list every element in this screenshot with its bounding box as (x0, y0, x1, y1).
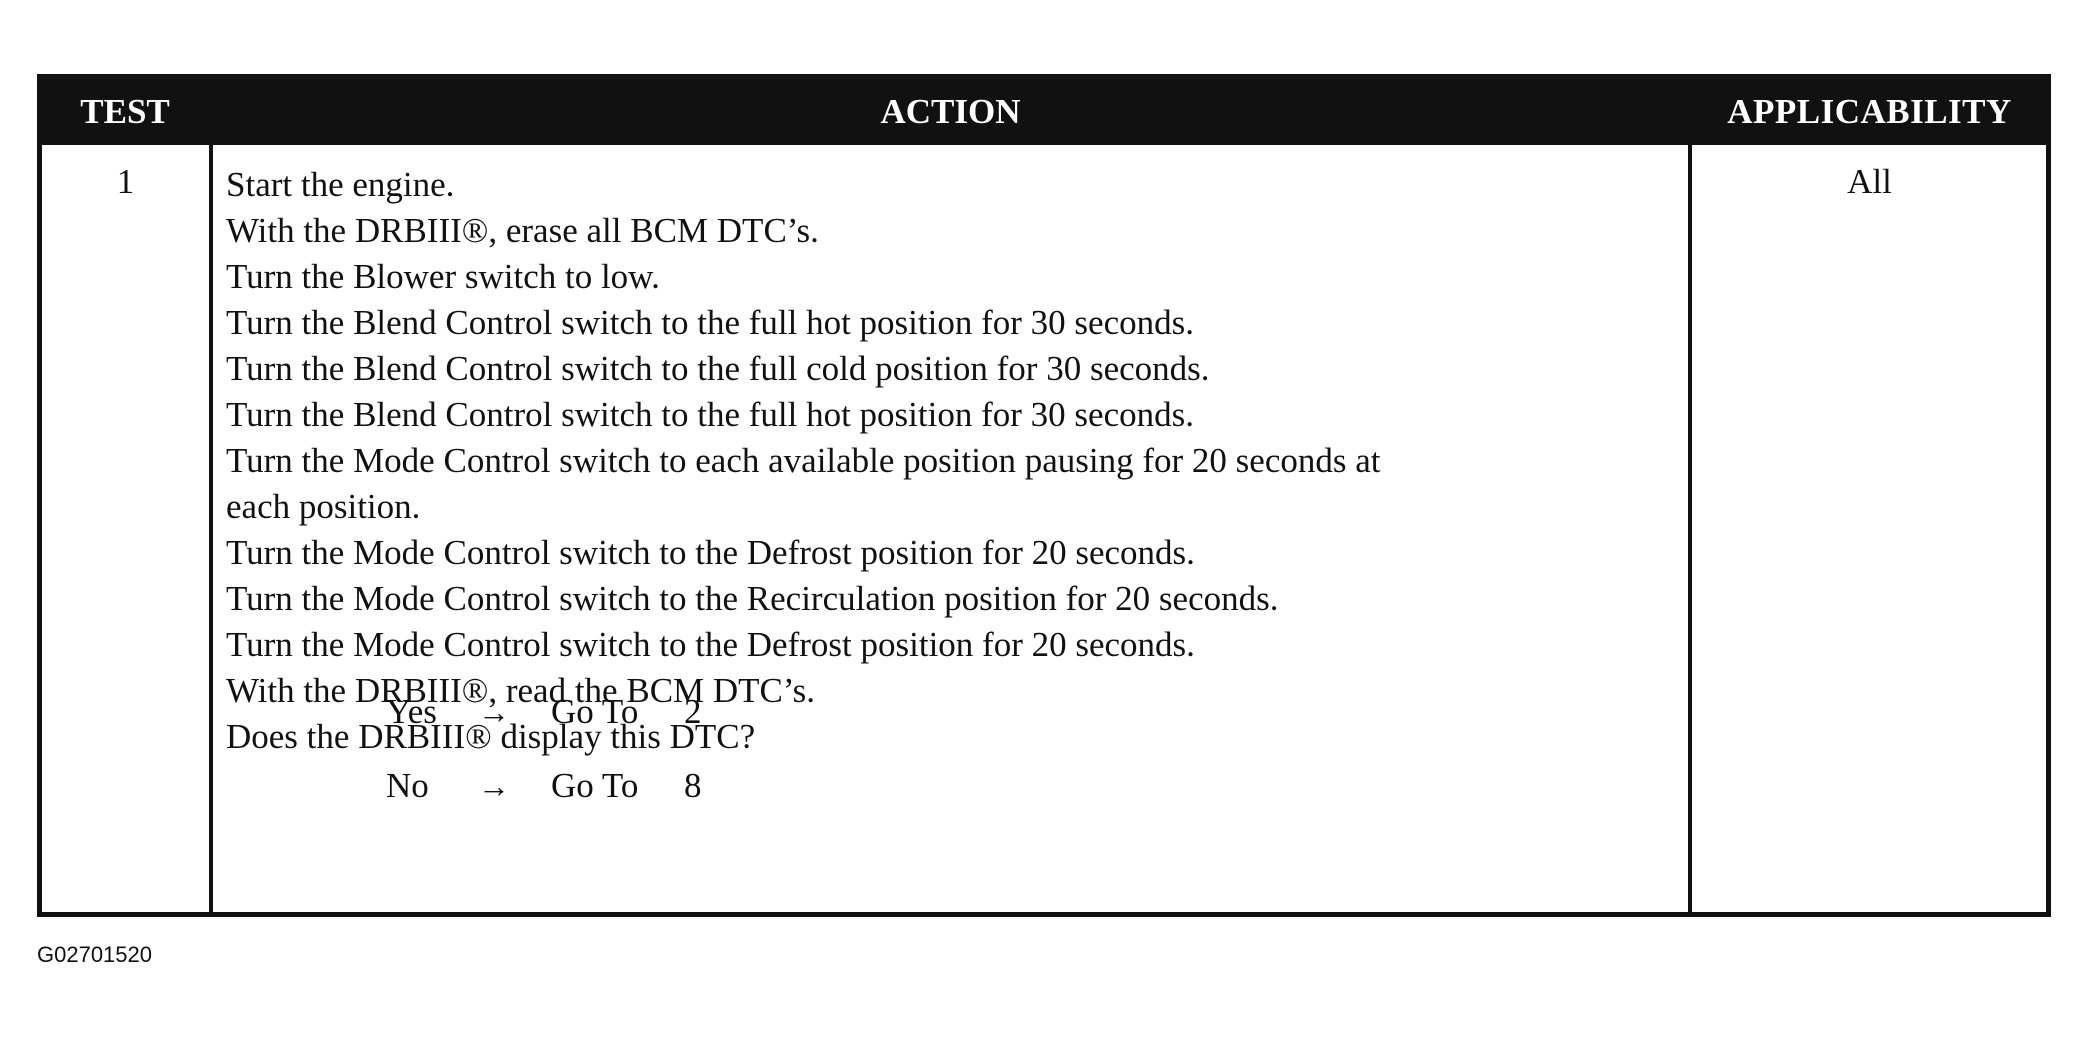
test-procedure-table: TEST ACTION APPLICABILITY 1 Start the en… (37, 74, 2051, 917)
branch-goto-label: Go To (551, 766, 639, 805)
column-divider (209, 145, 213, 912)
action-step-line: Turn the Blend Control switch to the ful… (226, 303, 1194, 342)
branch-answer: No (386, 766, 429, 805)
action-step-line: With the DRBIII®, erase all BCM DTC’s. (226, 211, 819, 250)
applicability-cell: All (1847, 162, 1892, 201)
branch-answer: Yes (386, 692, 437, 731)
column-divider (1688, 145, 1692, 912)
branch-target-step: 2 (684, 692, 702, 731)
header-applicability: APPLICABILITY (1727, 92, 2012, 131)
action-step-line: With the DRBIII®, read the BCM DTC’s. (226, 671, 816, 710)
test-number-cell: 1 (116, 162, 135, 201)
action-question-line: Does the DRBIII® display this DTC? (226, 717, 756, 756)
figure-id: G02701520 (37, 942, 152, 967)
action-step-line: Turn the Blend Control switch to the ful… (226, 395, 1194, 434)
action-step-line: Turn the Mode Control switch to the Reci… (226, 579, 1279, 618)
action-step-line: Turn the Blend Control switch to the ful… (226, 349, 1210, 388)
header-test: TEST (80, 92, 170, 131)
action-step-line: each position. (226, 487, 421, 526)
branch-target-step: 8 (684, 766, 702, 805)
table-header-row: TEST ACTION APPLICABILITY (42, 79, 2046, 145)
action-step-line: Turn the Mode Control switch to the Defr… (226, 533, 1195, 572)
header-action: ACTION (880, 92, 1021, 131)
action-cell: Start the engine. With the DRBIII®, eras… (226, 162, 1686, 760)
action-step-line: Turn the Mode Control switch to each ava… (226, 441, 1381, 480)
action-step-line: Turn the Mode Control switch to the Defr… (226, 625, 1195, 664)
branch-goto-label: Go To (551, 692, 639, 731)
action-step-line: Start the engine. (226, 165, 455, 204)
right-arrow-icon: → (478, 694, 510, 730)
action-step-line: Turn the Blower switch to low. (226, 257, 660, 296)
right-arrow-icon: → (478, 768, 510, 804)
